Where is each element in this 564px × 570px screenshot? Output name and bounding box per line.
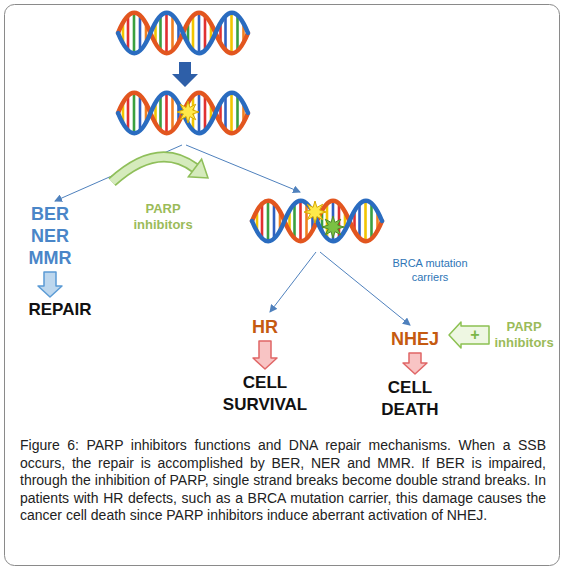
node-text: CELL SURVIVAL (208, 372, 322, 416)
curved-arrow-head (188, 159, 208, 178)
curved-arrow (112, 157, 195, 182)
node-text: PARP inhibitors (492, 319, 556, 351)
node-text: BER NER MMR (20, 203, 80, 269)
figure-caption: Figure 6: PARP inhibitors functions and … (20, 437, 546, 525)
block-arrow (449, 322, 489, 348)
damage-star (177, 101, 199, 123)
repair-pathway-list: BER NER MMR (20, 203, 80, 269)
outcome-text: CELL DEATH (372, 377, 448, 421)
block-arrow (253, 341, 277, 369)
damage-star (322, 216, 344, 238)
node-text: NHEJ (384, 328, 446, 350)
block-arrow (38, 272, 62, 297)
split-arrow (270, 252, 316, 312)
drug-label: PARP inhibitors (492, 319, 556, 351)
outcome-text: CELL SURVIVAL (208, 372, 322, 416)
dna-helix (118, 13, 248, 54)
figure-border (5, 5, 560, 566)
down-arrow (172, 62, 198, 87)
split-arrow (186, 145, 300, 192)
group-note: BRCA mutation carriers (386, 256, 474, 284)
curved-arrow (112, 157, 195, 182)
repair-pathway: NHEJ (384, 328, 446, 350)
node-text: HR (243, 316, 287, 338)
damage-star (304, 201, 326, 223)
edge-label: + (465, 327, 485, 343)
repair-pathway: HR (243, 316, 287, 338)
outcome-text: REPAIR (10, 300, 110, 320)
dna-helix (118, 93, 248, 134)
drug-label: PARP inhibitors (126, 201, 200, 233)
node-text: REPAIR (10, 300, 110, 320)
node-text: CELL DEATH (372, 377, 448, 421)
block-arrow (403, 353, 427, 374)
dna-helix (252, 201, 382, 242)
